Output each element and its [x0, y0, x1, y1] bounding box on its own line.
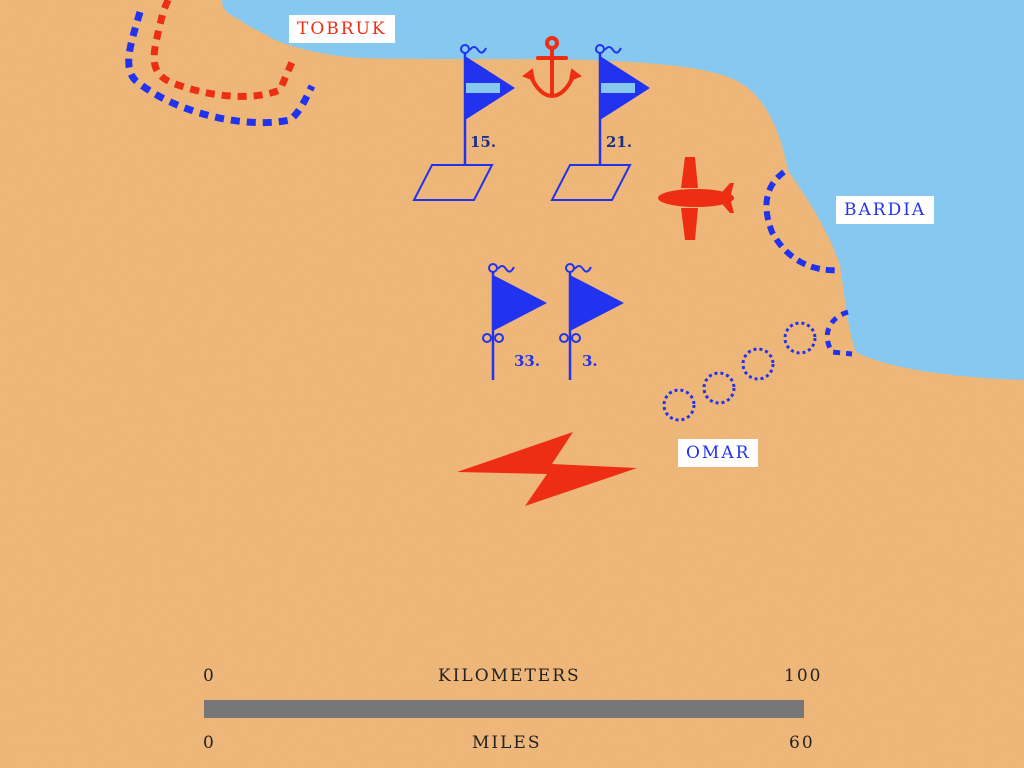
scale-km-label: Kilometers [438, 666, 581, 686]
bardia-blue-line [763, 169, 841, 274]
unit-label-33: 33. [514, 352, 540, 370]
scale-km-start: 0 [203, 666, 216, 686]
anchor-icon [521, 36, 583, 99]
omar-positions [662, 321, 817, 422]
position-circle [662, 388, 696, 422]
scale-miles-start: 0 [203, 733, 216, 753]
place-label-omar: Omar [678, 439, 759, 467]
bardia-blue-line-south [824, 309, 853, 357]
unit-33-symbol [482, 263, 547, 380]
sea [222, 0, 1024, 380]
unit-label-15: 15. [470, 133, 496, 151]
position-circle [741, 347, 775, 381]
position-circle [783, 321, 817, 355]
unit-15-symbol [412, 44, 515, 201]
place-label-tobruk: Tobruk [289, 15, 395, 43]
scale-km-end: 100 [784, 666, 823, 686]
place-label-bardia: Bardia [836, 196, 935, 224]
scale-miles-end: 60 [789, 733, 815, 753]
aircraft-icon [658, 157, 734, 240]
tobruk-red-front-line [150, 0, 296, 100]
unit-3-symbol [559, 263, 624, 380]
unit-label-21: 21. [606, 133, 632, 151]
scale-miles-label: Miles [472, 733, 542, 753]
scale-bar [204, 700, 804, 718]
position-circle [702, 371, 736, 405]
unit-21-symbol [550, 44, 650, 201]
unit-label-3: 3. [582, 352, 598, 370]
tobruk-blue-front-line [125, 11, 316, 127]
lightning-bolt-icon [457, 432, 637, 506]
